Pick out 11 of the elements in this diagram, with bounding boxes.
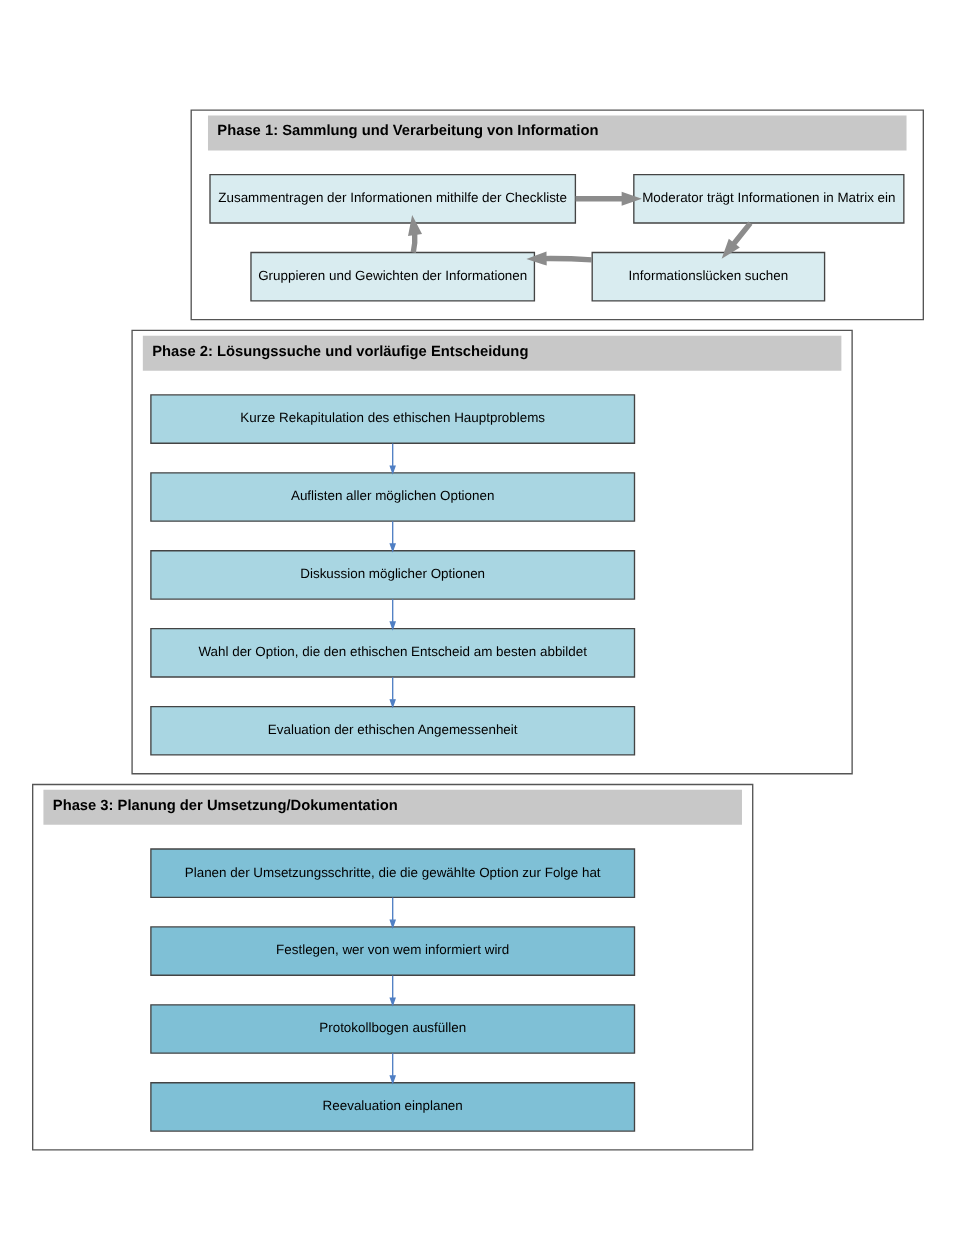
arrow: [575, 190, 642, 205]
arrow: [721, 220, 753, 258]
arrow: [389, 1051, 396, 1084]
arrow: [389, 597, 396, 630]
arrow: [389, 895, 396, 928]
arrow: [389, 519, 396, 552]
arrow: [389, 675, 396, 708]
arrow: [389, 441, 396, 474]
arrow: [389, 973, 396, 1006]
arrow: [526, 250, 593, 265]
arrow: [408, 214, 423, 253]
